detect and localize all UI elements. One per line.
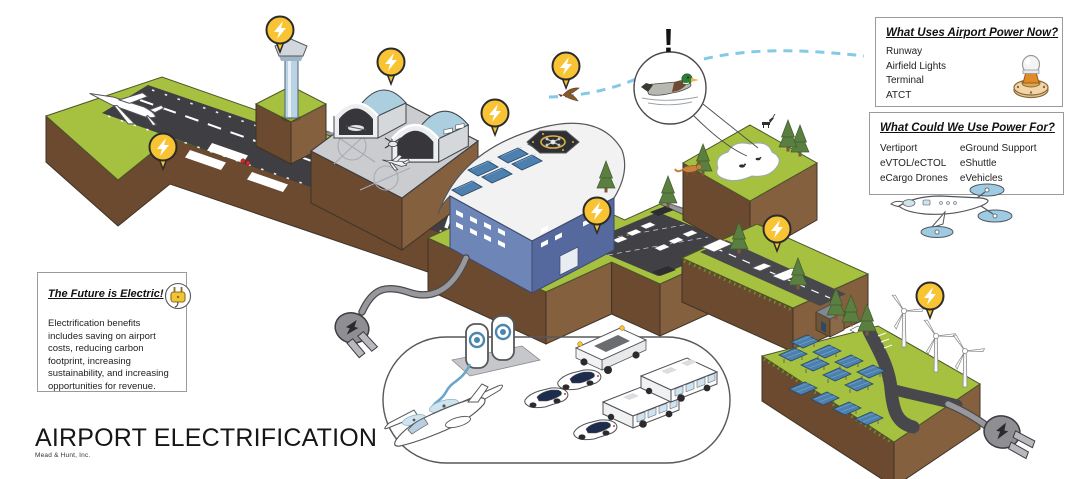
list-item: Terminal: [886, 75, 924, 86]
page-subtitle: Mead & Hunt, Inc.: [35, 452, 91, 459]
callout-leader: [702, 103, 759, 149]
lightning-pin-icon: [551, 51, 581, 89]
aircraft-tug: [574, 325, 648, 374]
list-item: eShuttle: [959, 158, 997, 169]
list-item: Runway: [886, 46, 923, 57]
atct-tower: [274, 27, 308, 122]
terminal-door: [559, 246, 579, 276]
helicopter-icon: [384, 137, 406, 149]
vertiport-helipad: [526, 130, 580, 154]
power-now-title: What Uses Airport Power Now?: [886, 27, 1059, 39]
bird-icon: [558, 87, 580, 102]
list-item: Vertiport: [880, 143, 918, 154]
drone-icon: [545, 137, 561, 147]
tree-icon: [658, 175, 678, 208]
lightning-pin-icon: [376, 47, 406, 85]
electric-car: [524, 387, 569, 409]
future-electric-body: Electrification benefits includes saving…: [48, 318, 169, 392]
list-item: Airfield Lights: [886, 60, 947, 72]
evtol-drone-icon: [890, 183, 1013, 238]
title-block: AIRPORT ELECTRIFICATION Mead & Hunt, Inc…: [35, 424, 378, 460]
wildlife-callout: [633, 51, 707, 125]
callout-leader: [693, 115, 748, 157]
ducks-in-pond: [739, 156, 762, 168]
charging-cable: [431, 363, 472, 407]
hangar-1: [333, 89, 407, 139]
duck-icon: [641, 73, 699, 106]
electric-plug-icon: [164, 282, 191, 310]
vehicles-oval: [382, 315, 731, 464]
electric-car: [557, 369, 602, 391]
alert-exclamation: !: [663, 22, 674, 59]
list-item: eGround Support: [959, 143, 1037, 154]
list-item: ATCT: [886, 89, 912, 101]
hangar-2: [391, 110, 470, 163]
list-item: eCargo Drones: [880, 173, 948, 184]
airfield-light-icon: [1013, 54, 1049, 99]
charging-station: [491, 315, 515, 361]
power-cable-left: [358, 254, 470, 316]
lightning-pin-icon: [480, 98, 510, 136]
list-item: eVTOL/eCTOL: [880, 158, 947, 169]
hangar-platform: [309, 89, 480, 251]
runway-beacon-icon: [240, 158, 251, 166]
page-title: AIRPORT ELECTRIFICATION: [35, 424, 378, 452]
fox-icon: [674, 161, 702, 176]
tree-icon: [778, 119, 798, 152]
evtol-aircraft: [384, 383, 504, 447]
charging-station: [465, 323, 489, 369]
electric-plug-icon: [334, 312, 379, 359]
electric-car: [573, 419, 618, 441]
small-plane-icon: [382, 154, 410, 171]
future-electric-title: The Future is Electric!: [48, 288, 164, 300]
list-item: eVehicles: [959, 173, 1003, 184]
power-now-box: What Uses Airport Power Now? Runway Airf…: [875, 17, 1063, 107]
airplane-icon: [89, 92, 165, 127]
future-electric-box: The Future is Electric! Electrification …: [37, 272, 191, 392]
electric-plug-icon: [983, 415, 1036, 460]
parked-cars: [611, 221, 699, 252]
road-marks: [877, 332, 893, 349]
pond: [716, 142, 780, 182]
lightning-pin-icon: [915, 281, 945, 319]
runway-markings: [185, 143, 288, 192]
terminal-building: [437, 122, 626, 294]
solar-farm-platform: [760, 287, 985, 479]
power-future-box: What Could We Use Power For? Vertiport e…: [869, 112, 1064, 195]
atct-platform: [254, 27, 328, 165]
deer-icon: [762, 113, 776, 128]
power-future-title: What Could We Use Power For?: [880, 122, 1055, 134]
